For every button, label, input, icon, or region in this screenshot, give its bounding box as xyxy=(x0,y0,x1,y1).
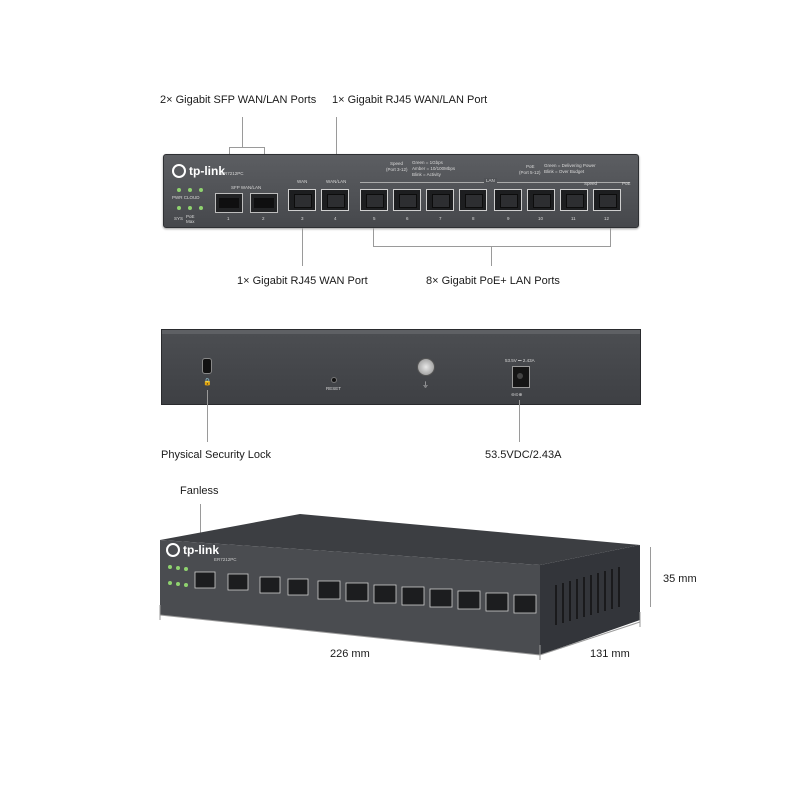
device-perspective xyxy=(160,514,640,655)
leader-line xyxy=(373,246,611,247)
leader-line xyxy=(373,228,374,246)
callout-rj45-wan: 1× Gigabit RJ45 WAN Port xyxy=(237,275,368,287)
dc-power-jack[interactable] xyxy=(512,366,530,388)
leader-line xyxy=(336,117,337,185)
led xyxy=(199,188,203,192)
rj45-port-7[interactable] xyxy=(426,189,454,211)
power-rating-label: 53.5V ⎓ 2.43A xyxy=(505,358,535,363)
speed-legend-2: Amber = 10/100Mbps xyxy=(412,166,456,171)
callout-height: 35 mm xyxy=(663,573,697,585)
led-col-speed: Speed xyxy=(584,181,598,186)
callout-security-lock: Physical Security Lock xyxy=(161,449,272,461)
reset-button[interactable] xyxy=(331,377,337,383)
port-number: 9 xyxy=(507,216,510,221)
port-number: 5 xyxy=(373,216,376,221)
sfp-port-2[interactable] xyxy=(250,193,278,213)
led-col-poe: PoE xyxy=(622,181,631,186)
reset-label: RESET xyxy=(326,386,342,391)
sfp-port-1[interactable] xyxy=(215,193,243,213)
device-top xyxy=(160,514,640,565)
led xyxy=(199,206,203,210)
leader-line xyxy=(200,504,201,534)
callout-sfp-ports: 2× Gigabit SFP WAN/LAN Ports xyxy=(160,94,317,106)
dimension-lines xyxy=(159,605,641,660)
poe-legend-2: Blink = Over Budget xyxy=(544,169,585,174)
speed-legend-1: Green = 1Gbps xyxy=(412,160,443,165)
callout-width: 226 mm xyxy=(330,648,370,660)
port-number: 8 xyxy=(472,216,475,221)
rj45-port-6[interactable] xyxy=(393,189,421,211)
callout-poe-lan: 8× Gigabit PoE+ LAN Ports xyxy=(426,275,560,287)
callout-depth: 131 mm xyxy=(590,648,630,660)
rear-top-edge xyxy=(162,330,640,334)
speed-ports-label: (Port 3-12) xyxy=(386,167,408,172)
sfp-label: SFP WAN/LAN xyxy=(231,185,262,190)
leader-line xyxy=(519,400,520,442)
security-lock-slot[interactable] xyxy=(202,358,212,374)
port-number: 6 xyxy=(406,216,409,221)
speed-legend-3: Blink = Activity xyxy=(412,172,441,177)
speed-label: Speed xyxy=(390,161,404,166)
port-number: 3 xyxy=(301,216,304,221)
callout-power: 53.5VDC/2.43A xyxy=(485,449,562,461)
side-vents xyxy=(555,567,620,625)
poe-label: PoE xyxy=(526,164,535,169)
poe-legend-1: Green = Delivering Power xyxy=(544,163,596,168)
model-label: ER7212PC xyxy=(221,171,244,176)
poe-ports-label: (Port 5-12) xyxy=(519,170,541,175)
rj45-port-11[interactable] xyxy=(560,189,588,211)
poe-max-label: PoE Max xyxy=(186,214,195,224)
rj45-port-9[interactable] xyxy=(494,189,522,211)
pwr-cloud-label: PWR CLOUD xyxy=(172,195,200,200)
port-number: 10 xyxy=(538,216,544,221)
leader-line xyxy=(242,117,243,147)
wan-label: WAN xyxy=(297,179,308,184)
tplink-logo: tp-link xyxy=(172,164,225,178)
front-ports xyxy=(194,571,537,614)
port-number: 7 xyxy=(439,216,442,221)
rj45-port-5[interactable] xyxy=(360,189,388,211)
led xyxy=(177,206,181,210)
leader-line xyxy=(610,228,611,246)
dimension-line-height xyxy=(650,547,651,607)
rj45-port-8[interactable] xyxy=(459,189,487,211)
callout-fanless: Fanless xyxy=(180,485,219,497)
led xyxy=(188,206,192,210)
lan-label: LAN xyxy=(484,178,497,183)
leader-line xyxy=(302,228,303,266)
port-number: 11 xyxy=(571,216,576,221)
tplink-logo: tp-link xyxy=(166,543,219,557)
rj45-port-10[interactable] xyxy=(527,189,555,211)
polarity-icon: ⊖⊙⊕ xyxy=(511,392,523,397)
lock-icon: 🔒 xyxy=(203,379,212,386)
leader-line xyxy=(207,390,208,442)
front-panel: tp-link ER7212PC PWR CLOUD SYS PoE Max S… xyxy=(163,154,639,228)
leader-line xyxy=(229,147,242,148)
sys-label: SYS xyxy=(174,216,184,221)
rj45-port-4[interactable] xyxy=(321,189,349,211)
model-label: ER7212PC xyxy=(214,557,237,562)
port-number: 4 xyxy=(334,216,337,221)
rj45-port-3[interactable] xyxy=(288,189,316,211)
port-number: 1 xyxy=(227,216,230,221)
wanlan-label: WAN/LAN xyxy=(326,179,347,184)
port-number: 2 xyxy=(262,216,265,221)
rj45-port-12[interactable] xyxy=(593,189,621,211)
ground-screw-icon xyxy=(417,358,435,376)
rear-panel: 🔒 RESET ⏚ 53.5V ⎓ 2.43A ⊖⊙⊕ xyxy=(161,329,641,405)
leader-line xyxy=(491,246,492,266)
led xyxy=(188,188,192,192)
port-number: 12 xyxy=(604,216,610,221)
callout-rj45-wanlan: 1× Gigabit RJ45 WAN/LAN Port xyxy=(332,94,488,106)
leader-line xyxy=(242,147,264,148)
ground-icon: ⏚ xyxy=(422,382,429,389)
front-leds xyxy=(168,565,188,587)
led xyxy=(177,188,181,192)
